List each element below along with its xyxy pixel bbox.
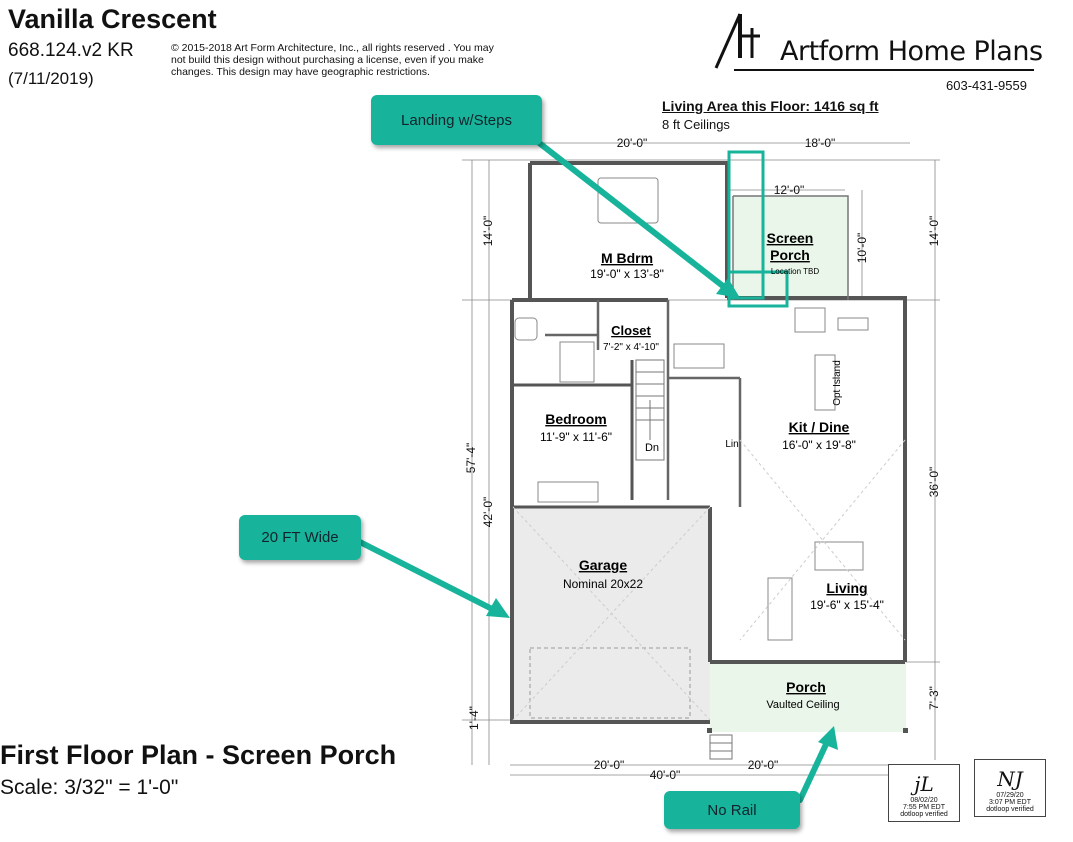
living-area-summary: Living Area this Floor: 1416 sq ft — [662, 98, 879, 114]
plan-code: 668.124.v2 KR — [8, 40, 134, 61]
dim-bottom-overall: 40'-0" — [650, 768, 681, 782]
dim-right-bottom: 7'-3" — [927, 686, 941, 710]
dim-right-top: 14'-0" — [927, 216, 941, 247]
callout-no-rail: No Rail — [664, 791, 800, 829]
dim-top-right: 18'-0" — [805, 136, 836, 150]
label-stairs-down: Dn — [645, 442, 659, 454]
room-label-kit-dine: Kit / Dine — [789, 419, 850, 435]
signature-initials: NJ — [997, 767, 1023, 791]
stamp-date: 08/02/20 — [910, 797, 938, 804]
label-opt-island: Opt Island — [832, 360, 843, 406]
screen-porch-floor — [733, 196, 848, 300]
brand-phone: 603-431-9559 — [946, 78, 1027, 93]
room-size-garage: Nominal 20x22 — [563, 577, 643, 591]
ceiling-height: 8 ft Ceilings — [662, 117, 730, 132]
dim-left-lower: 42'-0" — [481, 497, 495, 528]
stamp-time: 7:55 PM EDT — [902, 804, 945, 811]
floor-plan-title: First Floor Plan - Screen Porch — [0, 740, 397, 770]
copyright-notice: © 2015-2018 Art Form Architecture, Inc.,… — [171, 42, 494, 78]
room-size-closet: 7'-2" x 4'-10" — [603, 342, 659, 353]
stamp-label: dotloop verified — [986, 806, 1034, 813]
room-label-screen: Screen — [767, 230, 814, 246]
room-label-closet: Closet — [611, 323, 651, 338]
signature-stamp-2: NJ 07/29/20 3:07 PM EDT dotloop verified — [974, 759, 1046, 817]
dim-screen-depth: 10'-0" — [855, 233, 869, 264]
dim-bottom-left: 20'-0" — [594, 758, 625, 772]
room-label-m-bdrm: M Bdrm — [601, 250, 653, 266]
room-size-living: 19'-6" x 15'-4" — [810, 598, 884, 612]
room-label-porch: Porch — [786, 679, 826, 695]
dim-bottom-right: 20'-0" — [748, 758, 779, 772]
room-size-bedroom: 11'-9" x 11'-6" — [540, 430, 612, 444]
label-linen: Lin — [725, 439, 738, 450]
room-size-kit-dine: 16'-0" x 19'-8" — [782, 438, 856, 452]
plan-title: Vanilla Crescent — [8, 4, 217, 34]
dim-left-small: 1'-4" — [467, 706, 481, 730]
room-note-screen-porch: Location TBD — [771, 267, 820, 276]
stamp-label: dotloop verified — [900, 811, 948, 818]
room-size-m-bdrm: 19'-0" x 13'-8" — [590, 267, 664, 281]
callout-20ft-wide: 20 FT Wide — [239, 515, 361, 560]
stamp-time: 3:07 PM EDT — [988, 799, 1031, 806]
room-label-porch-2: Porch — [770, 247, 810, 263]
dim-right-mid: 36'-0" — [927, 467, 941, 498]
brand-name: Artform Home Plans — [780, 36, 1043, 67]
room-note-porch: Vaulted Ceiling — [766, 699, 839, 711]
dim-top-left: 20'-0" — [617, 136, 648, 150]
callout-landing: Landing w/Steps — [371, 95, 542, 145]
porch-floor — [710, 662, 906, 732]
stamp-date: 07/29/20 — [996, 792, 1024, 799]
plan-date: (7/11/2019) — [8, 69, 94, 88]
room-label-garage: Garage — [579, 557, 627, 573]
signature-stamp-1: jL 08/02/20 7:55 PM EDT dotloop verified — [888, 764, 960, 822]
brand-logo-mark — [714, 13, 1034, 71]
signature-initials: jL — [914, 772, 934, 796]
dim-left-top: 14'-0" — [481, 216, 495, 247]
room-label-bedroom: Bedroom — [545, 411, 606, 427]
floor-plan-scale: Scale: 3/32" = 1'-0" — [0, 776, 179, 799]
dim-screen-width: 12'-0" — [774, 183, 805, 197]
room-label-living: Living — [826, 580, 867, 596]
dim-left-overall: 57'-4" — [464, 443, 478, 474]
